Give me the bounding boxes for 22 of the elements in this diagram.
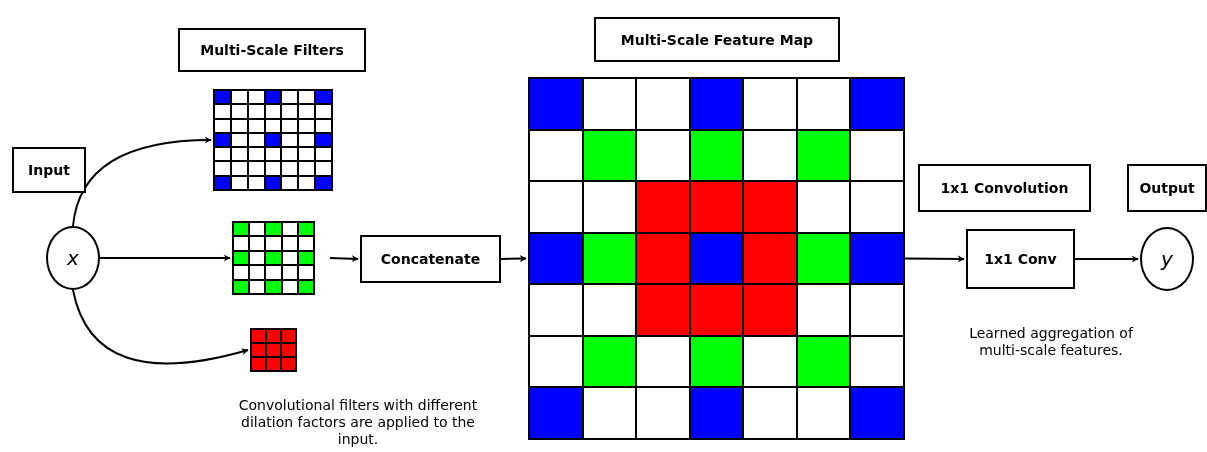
process-box: Concatenate xyxy=(360,235,501,283)
process-box: 1x1 Conv xyxy=(966,229,1075,289)
arrow xyxy=(500,255,527,263)
arrow xyxy=(72,136,212,227)
heading-box: Input xyxy=(12,147,86,193)
arrow xyxy=(72,289,249,365)
heading-box: 1x1 Convolution xyxy=(918,164,1091,212)
filter-grid xyxy=(232,221,315,295)
filter-grid xyxy=(213,89,333,191)
heading-box: Multi-Scale Feature Map xyxy=(594,17,840,62)
arrow xyxy=(329,255,359,263)
heading-box: Multi-Scale Filters xyxy=(178,28,366,72)
note-text: Learned aggregation of multi-scale features. xyxy=(968,325,1135,359)
feature-map-grid xyxy=(528,77,905,440)
heading-box: Output xyxy=(1127,164,1207,212)
arrow xyxy=(1074,255,1139,263)
arrow xyxy=(904,255,965,263)
variable-circle: y xyxy=(1140,227,1194,291)
variable-circle: x xyxy=(46,226,100,290)
note-text: Convolutional filters with different dilation factors are applied to the input. xyxy=(237,397,479,448)
filter-grid xyxy=(250,328,297,372)
arrow xyxy=(99,254,231,262)
